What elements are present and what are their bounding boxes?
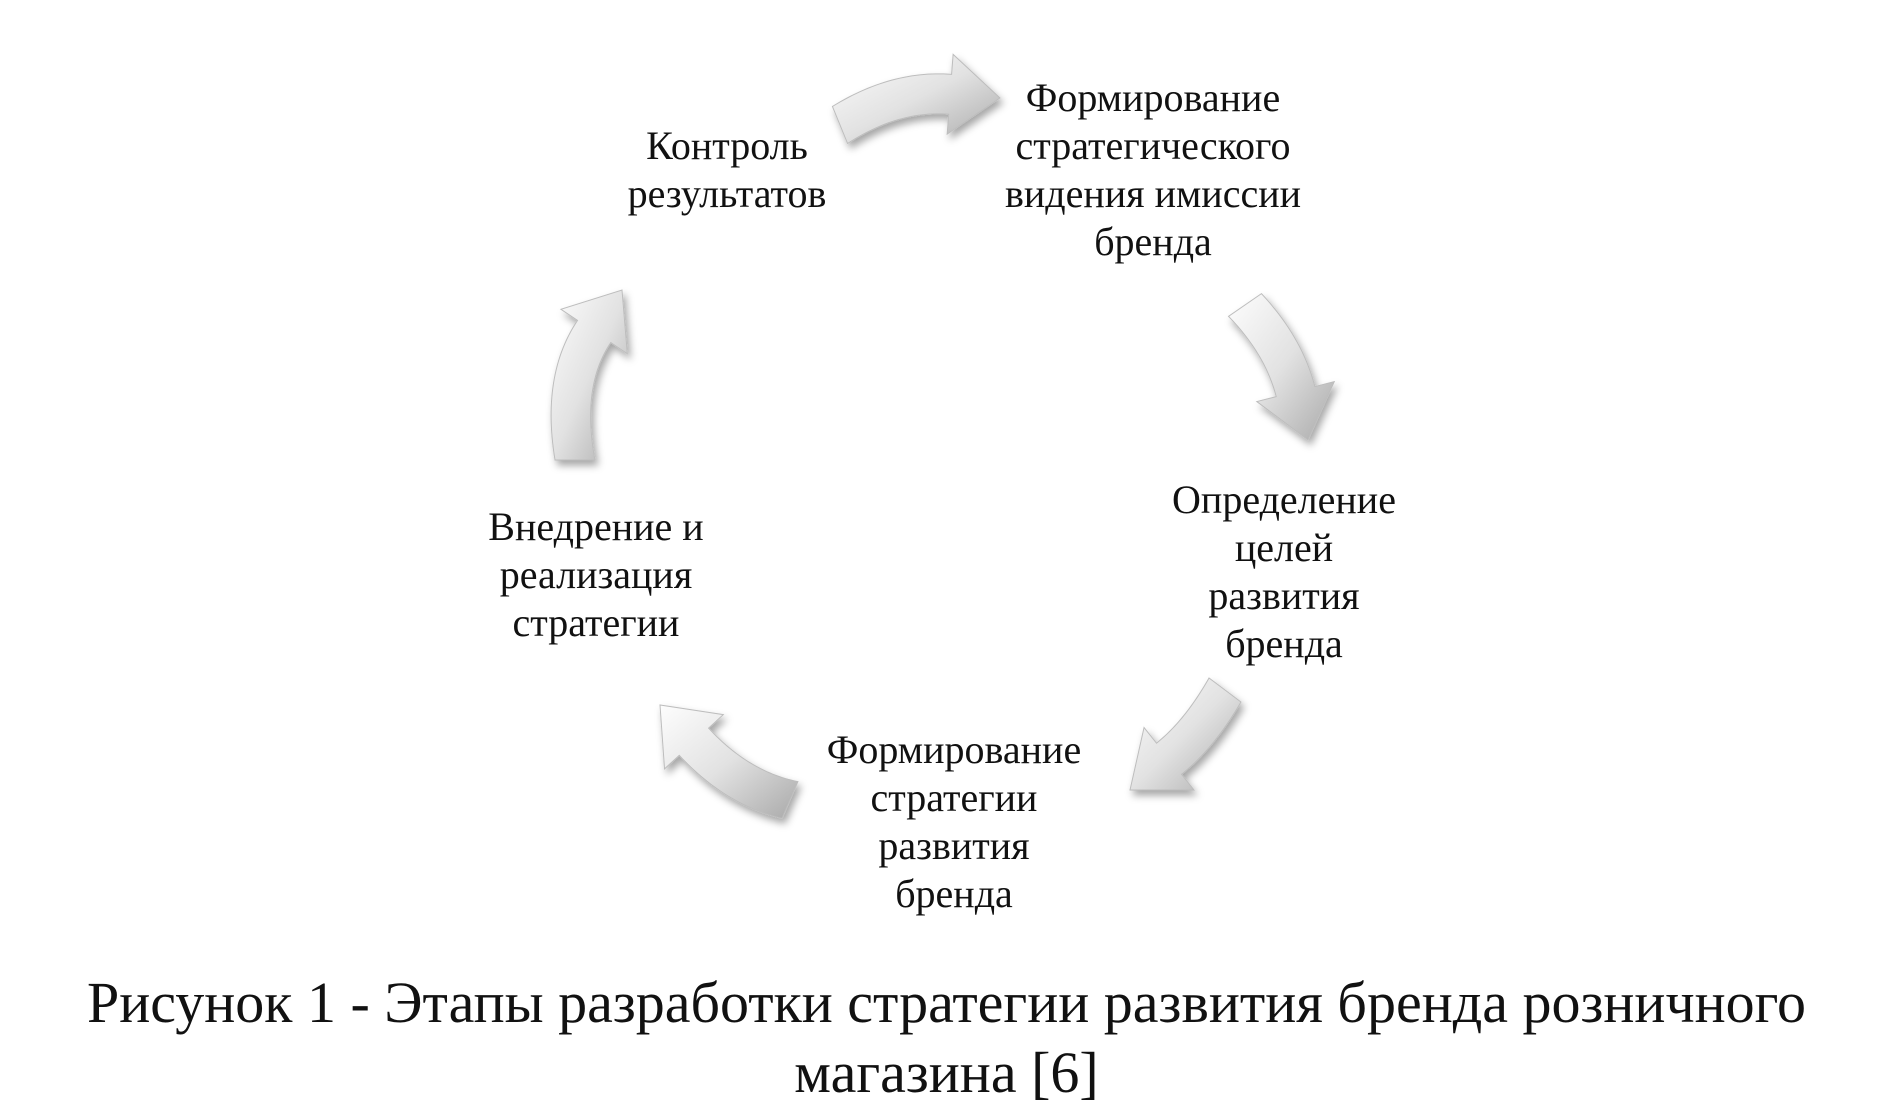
figure-caption-line1: Рисунок 1 - Этапы разработки стратегии р… xyxy=(86,970,1807,1035)
stage-line: реализация xyxy=(499,552,693,597)
cycle-arrow-icon xyxy=(659,704,799,819)
stage-line: Формирование xyxy=(826,727,1082,772)
stage-line: целей xyxy=(1234,525,1334,570)
stage-line: стратегии xyxy=(512,600,680,645)
stage-line: бренда xyxy=(1225,621,1343,666)
stage-line: стратегии xyxy=(870,775,1038,820)
stage-line: бренда xyxy=(1094,219,1212,264)
stage-line: бренда xyxy=(895,871,1013,916)
stage-control: Контроль результатов xyxy=(628,122,827,218)
stage-implementation: Внедрение и реализация стратегии xyxy=(488,503,703,647)
cycle-arrow-icon xyxy=(1129,677,1242,791)
stage-line: результатов xyxy=(627,171,827,216)
cycle-arrow-icon xyxy=(1227,292,1336,441)
stage-line: Формирование xyxy=(1025,75,1281,120)
stage-line: Внедрение и xyxy=(488,504,704,549)
stage-line: видения имиссии xyxy=(1004,171,1302,216)
stage-line: Определение xyxy=(1172,477,1396,522)
stage-vision-mission: Формирование стратегического видения ими… xyxy=(1005,74,1301,266)
cycle-arrow-icon xyxy=(831,53,1001,145)
cycle-arrow-icon xyxy=(550,289,628,461)
stage-strategy-formation: Формирование стратегии развития бренда xyxy=(827,726,1081,918)
stage-line: развития xyxy=(878,823,1030,868)
stage-line: развития xyxy=(1208,573,1360,618)
stage-line: Контроль xyxy=(646,123,808,168)
stage-line: стратегического xyxy=(1015,123,1291,168)
stage-goals: Определение целей развития бренда xyxy=(1172,476,1396,668)
figure-caption-line2: магазина [6] xyxy=(794,1040,1099,1105)
